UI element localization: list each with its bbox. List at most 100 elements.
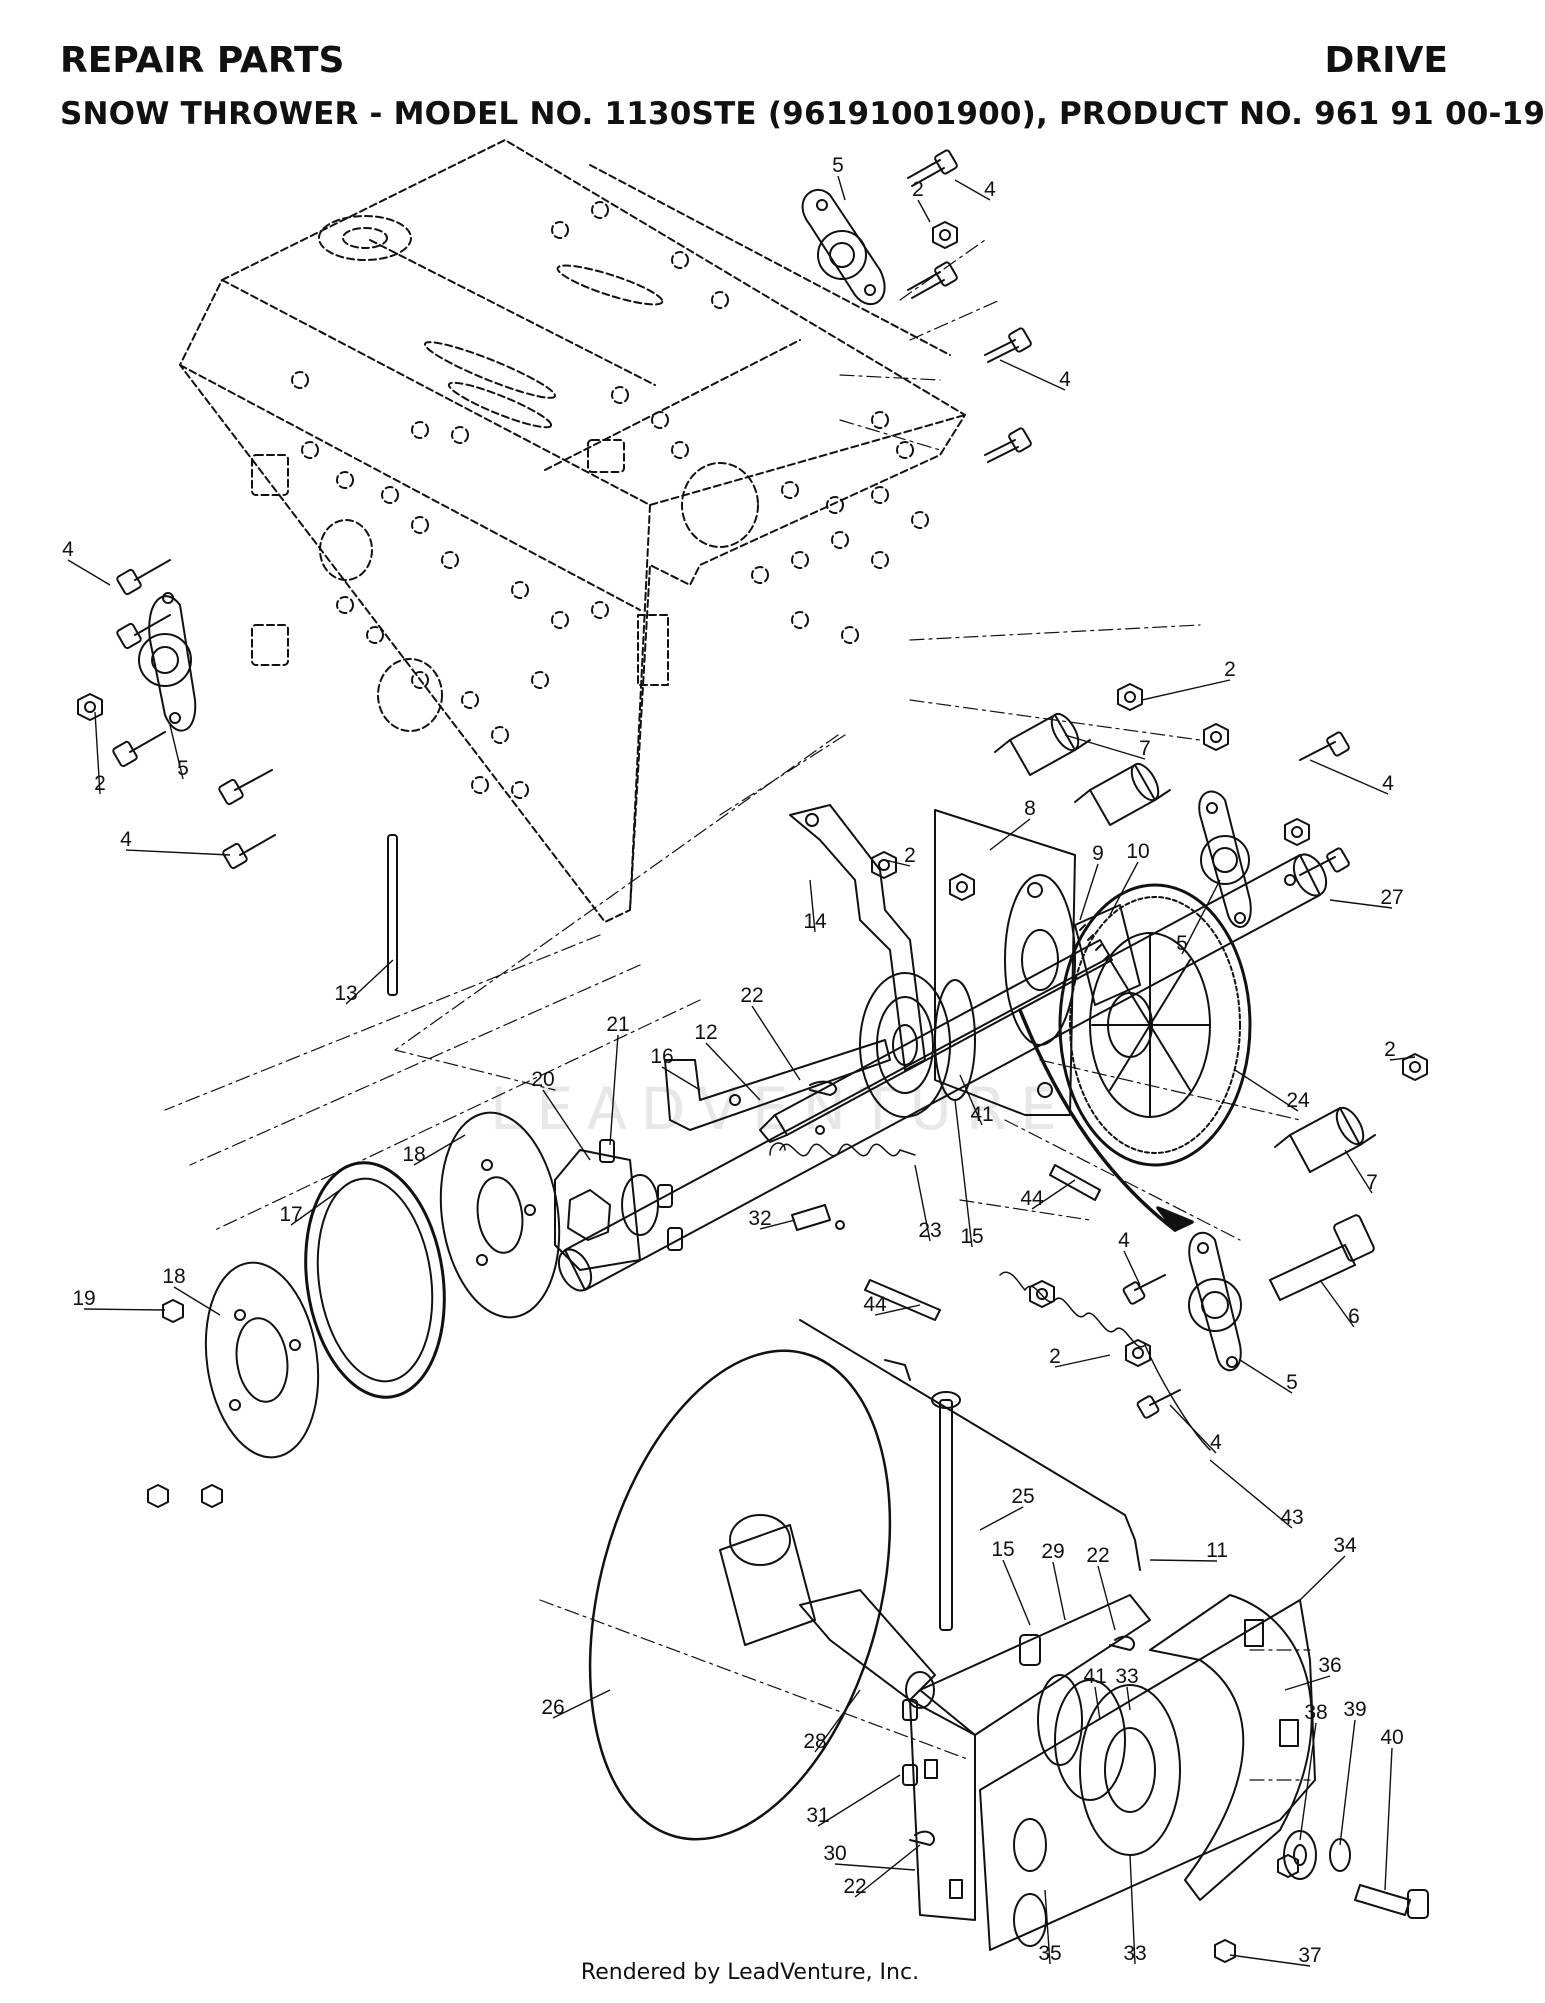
guard-36 — [1149, 1594, 1313, 1901]
callout-label: 40 — [1380, 1726, 1403, 1749]
axle-bolt-6 — [1269, 1214, 1375, 1301]
callout-leader-line — [914, 1164, 931, 1242]
mounting-bolts-31 — [902, 1699, 918, 1786]
page-heading: REPAIR PARTS — [60, 40, 345, 81]
model-prefix: SNOW THROWER - MODEL NO. — [60, 96, 594, 132]
support-plate-30 — [909, 1699, 976, 1921]
callout-leader-line — [1064, 734, 1146, 760]
callout-leader-line — [1299, 1722, 1317, 1841]
bolt-40 — [1354, 1884, 1429, 1919]
friction-disc-outer — [439, 1111, 561, 1319]
shift-bracket — [664, 1039, 891, 1131]
model-number: 1130STE — [604, 96, 757, 132]
callout-leader-line — [1129, 1854, 1136, 1965]
flange-bearing-right-low — [1188, 1231, 1242, 1372]
callout-label: 32 — [748, 1207, 771, 1230]
callout-label: 4 — [120, 828, 132, 851]
callout-label: 33 — [1115, 1665, 1138, 1688]
callout-label: 17 — [279, 1203, 302, 1226]
callout-leader-line — [1002, 1559, 1031, 1626]
pivot-rod — [387, 834, 398, 996]
callout-label: 15 — [960, 1225, 983, 1248]
callout-leader-line — [290, 1189, 341, 1226]
frame-plate-34 — [979, 1599, 1316, 1951]
key-32 — [791, 1204, 831, 1231]
callout-label: 35 — [1038, 1942, 1061, 1965]
spring-23 — [769, 1142, 916, 1157]
parts-diagram-page: REPAIR PARTS DRIVE SNOW THROWER - MODEL … — [60, 40, 1545, 1985]
callout-leader-line — [854, 1844, 921, 1898]
bearing-assembly-33 — [1037, 1674, 1181, 1856]
callout-leader-line — [609, 1034, 619, 1146]
hex-nut-set — [77, 221, 1428, 1367]
lower-bracket-29 — [919, 1594, 1151, 1736]
callout-label: 7 — [1366, 1171, 1378, 1194]
callout-label: 2 — [904, 844, 916, 867]
callout-label: 12 — [694, 1021, 717, 1044]
flange-bearing-left — [138, 592, 197, 732]
callout-leader-line — [1229, 1954, 1311, 1967]
hex-bracket — [554, 1139, 683, 1271]
callout-label: 29 — [1041, 1540, 1064, 1563]
hex-drive-shaft-28 — [799, 1589, 936, 1709]
callout-label: 4 — [1382, 772, 1394, 795]
callout-leader-line — [1109, 861, 1139, 916]
callout-label: 25 — [1011, 1485, 1034, 1508]
callout-leader-line — [979, 1506, 1024, 1531]
callout-label: 5 — [177, 757, 189, 780]
callout-leader-line — [1344, 1149, 1373, 1194]
callout-leader-line — [837, 175, 846, 201]
callout-label: 22 — [740, 984, 763, 1007]
callout-label: 30 — [823, 1842, 846, 1865]
callout-label: 33 — [1123, 1942, 1146, 1965]
callout-leader-line — [67, 559, 111, 586]
callout-leader-line — [917, 199, 931, 223]
callout-label: 36 — [1318, 1654, 1341, 1677]
callout-label: 5 — [832, 154, 844, 177]
footer-credit: Rendered by LeadVenture, Inc. — [580, 1960, 920, 1985]
callout-label: 27 — [1380, 886, 1403, 909]
callout-label: 15 — [991, 1538, 1014, 1561]
callout-leaders — [67, 175, 1416, 1967]
callout-leader-line — [1169, 1404, 1217, 1454]
callout-leader-line — [169, 724, 184, 780]
callout-leader-line — [1239, 1359, 1293, 1394]
callout-label: 31 — [806, 1804, 829, 1827]
alignment-guides — [164, 239, 1311, 1781]
callout-label: 23 — [918, 1219, 941, 1242]
callout-leader-line — [874, 1304, 921, 1316]
curved-arrow — [1018, 1008, 1194, 1232]
pivot-pin-25 — [931, 1391, 961, 1631]
model-line: SNOW THROWER - MODEL NO. 1130STE (961910… — [60, 96, 1545, 132]
callout-label: 4 — [1118, 1229, 1130, 1252]
exploded-drive-diagram: 5244425427824910527141322121621204124271… — [62, 139, 1429, 1967]
drive-shaft — [759, 939, 1113, 1143]
callout-leader-line — [759, 1219, 796, 1230]
callout-label: 19 — [72, 1287, 95, 1310]
callout-leader-line — [1284, 1675, 1331, 1691]
callout-leader-line — [345, 959, 394, 1005]
callout-label: 18 — [402, 1143, 425, 1166]
callout-label: 34 — [1333, 1534, 1357, 1557]
callout-leader-line — [884, 859, 911, 867]
callout-leader-line — [94, 711, 101, 795]
hairpins-22 — [809, 1080, 1135, 1846]
callout-leader-line — [814, 1689, 861, 1753]
callout-label: 22 — [843, 1875, 866, 1898]
callout-leader-line — [1309, 759, 1389, 795]
callout-leader-line — [1234, 1069, 1299, 1112]
callout-leader-line — [954, 179, 991, 201]
frame-housing — [179, 139, 966, 923]
callout-leader-line — [1181, 879, 1221, 955]
callout-label: 5 — [1286, 1371, 1298, 1394]
main-axle — [557, 853, 1328, 1292]
callout-label: 39 — [1343, 1698, 1366, 1721]
callout-leader-line — [809, 879, 816, 933]
callout-label: 5 — [1176, 932, 1188, 955]
callout-leader-line — [1044, 1889, 1051, 1965]
callout-label: 16 — [650, 1045, 673, 1068]
callout-leader-line — [834, 1863, 916, 1871]
callout-label: 4 — [984, 178, 996, 201]
large-drive-gear — [1058, 883, 1252, 1167]
callout-label: 44 — [1020, 1187, 1044, 1210]
